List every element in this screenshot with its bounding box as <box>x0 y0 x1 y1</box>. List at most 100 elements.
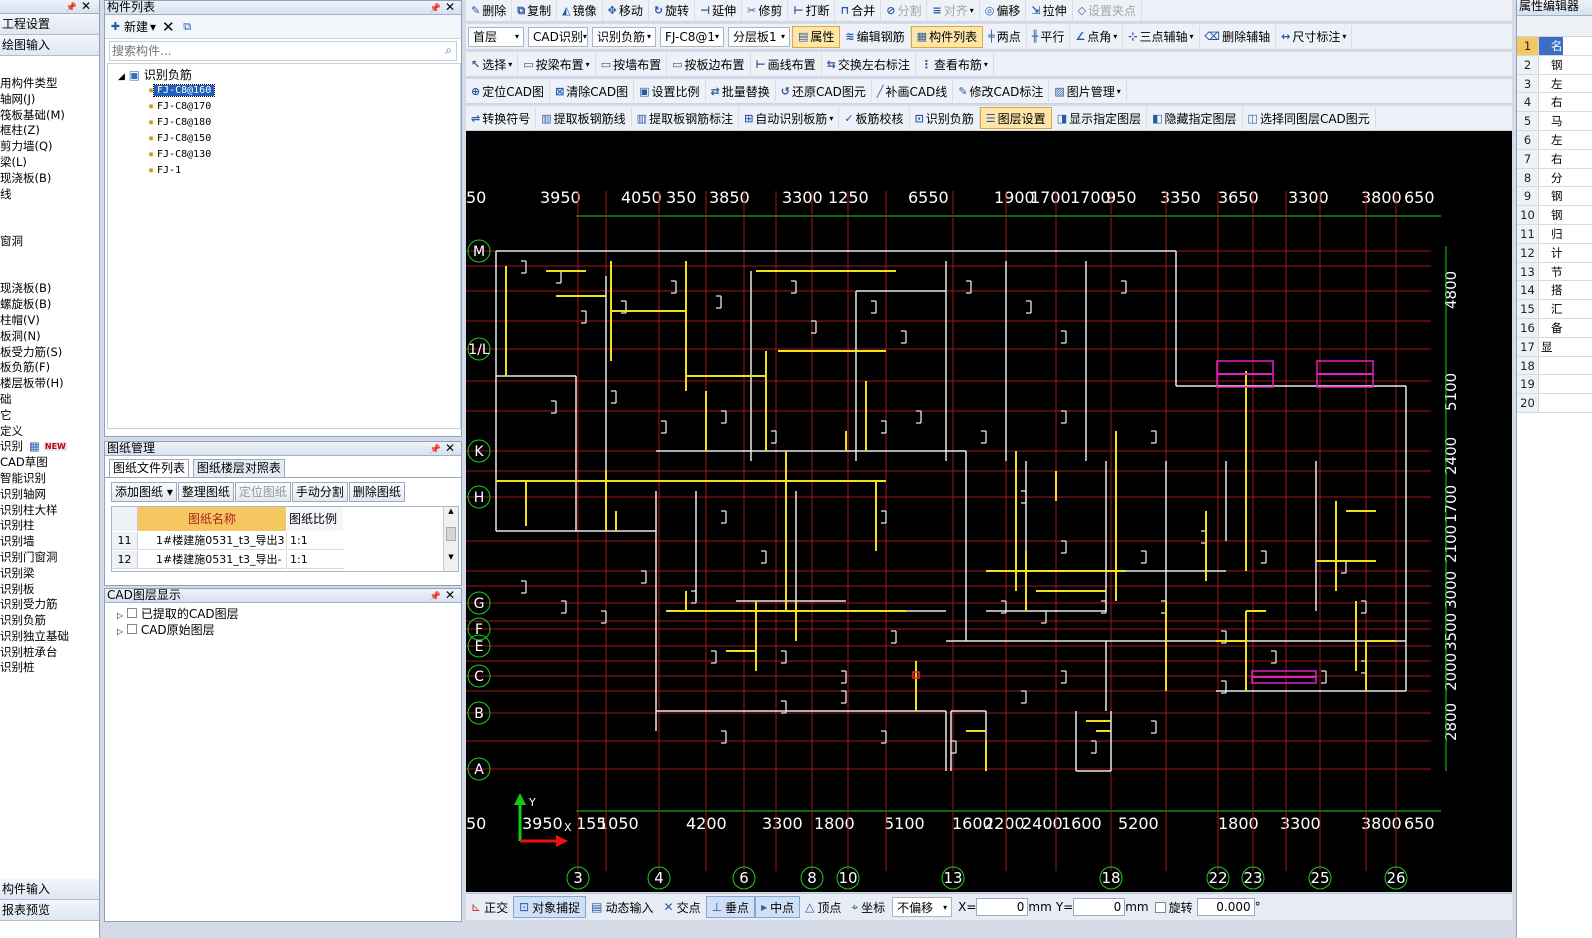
toolbar-button-tb1-11[interactable]: ◎偏移 <box>980 0 1027 21</box>
manual-split-button[interactable]: 手动分割 <box>291 482 348 502</box>
checkbox[interactable] <box>126 608 137 618</box>
toolbar2-button-8[interactable]: ↔尺寸标注▾ <box>1276 25 1353 48</box>
nav-item[interactable]: 识别轴网 <box>0 486 46 501</box>
tab-drawing-files[interactable]: 图纸文件列表 <box>109 459 190 477</box>
toolbar-select-1[interactable]: CAD识别▾ <box>528 26 588 47</box>
toolbar2-button-4[interactable]: ╫平行 <box>1027 25 1071 48</box>
toolbar-button-tb1-1[interactable]: ⧉复制 <box>512 0 558 21</box>
close-icon[interactable]: ✕ <box>444 1 455 14</box>
nav-item[interactable]: 识别独立基础 <box>0 628 69 643</box>
nav-item[interactable]: 识别桩 <box>0 660 35 675</box>
nav-item[interactable]: 柱帽(V) <box>0 312 40 327</box>
nav-item[interactable]: 识别梁 <box>0 565 35 580</box>
nav-item[interactable]: 定义 <box>0 423 23 438</box>
search-icon[interactable]: ⌕ <box>445 43 452 57</box>
nav-item[interactable]: 识别柱 <box>0 518 35 533</box>
toolbar-button-tb3-2[interactable]: ▭按墙布置 <box>596 53 668 75</box>
pin-icon[interactable]: 📌 <box>429 4 442 14</box>
scrollbar[interactable]: ▲ ▼ <box>443 507 458 571</box>
toolbar2-button-5[interactable]: ∠点角▾ <box>1070 25 1124 48</box>
nav-item[interactable]: 现浇板(B) <box>0 170 52 185</box>
copy-component-button[interactable]: ⧉ <box>181 20 194 33</box>
nav-item[interactable]: 梁(L) <box>0 154 27 169</box>
y-input[interactable]: 0 <box>1073 898 1126 916</box>
toolbar-button-tb5-1[interactable]: ▥提取板钢筋线 <box>536 107 632 129</box>
object-snap-button[interactable]: ⊡对象捕捉 <box>513 896 587 918</box>
toolbar-button-tb3-4[interactable]: ⊢画线布置 <box>751 53 822 75</box>
nav-item[interactable] <box>0 266 99 282</box>
nav-item[interactable]: 剪力墙(Q) <box>0 139 53 154</box>
search-box[interactable]: ⌕ <box>109 41 457 61</box>
nav-item[interactable]: 识别桩承台 <box>0 644 58 659</box>
organize-drawing-button[interactable]: 整理图纸 <box>177 482 234 502</box>
nav-button-component-input[interactable]: 构件输入 <box>0 879 99 900</box>
tree-root[interactable]: ◢ ▣ 识别负筋 <box>118 68 192 82</box>
nav-item[interactable]: 识别▦NEW <box>0 439 99 455</box>
dynamic-input-button[interactable]: ▤动态输入 <box>591 900 654 915</box>
tree-item[interactable]: ✹FJ-C8@170 <box>148 99 214 114</box>
toolbar-button-tb3-3[interactable]: ▭按板边布置 <box>667 53 751 75</box>
toolbar-button-tb5-9[interactable]: ◫选择同图层CAD图元 <box>1243 107 1376 129</box>
toolbar-button-tb5-0[interactable]: ⇌转换符号 <box>466 107 537 129</box>
pin-icon[interactable]: 📌 <box>429 592 442 602</box>
tree-item[interactable]: ✹FJ-C8@130 <box>148 147 214 162</box>
tree-item[interactable]: ✹FJ-C8@150 <box>148 131 214 146</box>
nav-item[interactable]: 识别负筋 <box>0 613 46 628</box>
nav-item[interactable]: 轴网(J) <box>0 91 36 106</box>
toolbar-button-tb1-6[interactable]: ✂修剪 <box>742 0 789 21</box>
toolbar2-button-7[interactable]: ⌫删除辅轴 <box>1200 25 1277 48</box>
nav-item[interactable]: 板洞(N) <box>0 328 41 343</box>
nav-item[interactable] <box>0 218 99 234</box>
intersection-snap-button[interactable]: ✕交点 <box>663 900 701 915</box>
toolbar-button-tb5-5[interactable]: ⊡识别负筋 <box>910 107 980 129</box>
layer-item-extracted[interactable]: ▷ 已提取的CAD图层 <box>117 607 239 621</box>
tree-item[interactable]: ✹FJ-1 <box>148 163 184 178</box>
drawing-name-cell[interactable]: 1#楼建施0531_t3_导出- <box>138 551 287 569</box>
rotate-input[interactable]: 0.000 <box>1196 898 1255 916</box>
toolbar-button-tb4-7[interactable]: ▨图片管理▾ <box>1049 80 1127 102</box>
toolbar-button-tb1-5[interactable]: ⊣延伸 <box>695 0 743 21</box>
nav-item[interactable] <box>0 202 99 218</box>
toolbar-button-tb4-1[interactable]: ⊠清除CAD图 <box>550 80 635 102</box>
toolbar-button-tb1-4[interactable]: ↻旋转 <box>649 0 696 21</box>
nav-item[interactable]: 板负筋(F) <box>0 360 51 375</box>
nav-item[interactable] <box>0 250 99 266</box>
new-component-button[interactable]: ✚新建▾ <box>110 19 157 35</box>
delete-component-button[interactable]: ✕ <box>162 18 175 36</box>
nav-item[interactable]: 线 <box>0 186 12 201</box>
toolbar2-button-2[interactable]: ▦构件列表 <box>910 25 984 48</box>
nav-item[interactable]: 识别柱大样 <box>0 502 58 517</box>
toolbar-button-tb3-6[interactable]: ⋮查看布筋▾ <box>916 53 994 75</box>
close-icon[interactable]: ✕ <box>444 442 455 455</box>
toolbar-button-tb1-8[interactable]: ⊓合并 <box>835 0 882 21</box>
ortho-button[interactable]: ⊾正交 <box>471 900 509 915</box>
nav-item[interactable]: 用构件类型 <box>0 76 58 90</box>
toolbar-button-tb4-0[interactable]: ⊕定位CAD图 <box>466 80 551 102</box>
close-icon[interactable]: ✕ <box>444 589 455 602</box>
toolbar-button-tb3-5[interactable]: ⇆交换左右标注 <box>822 53 916 75</box>
toolbar-button-tb5-3[interactable]: ⊞自动识别板筋▾ <box>739 107 840 129</box>
checkbox[interactable] <box>126 624 137 634</box>
toolbar-button-tb4-2[interactable]: ▣设置比例 <box>634 80 706 102</box>
x-input[interactable]: 0 <box>976 898 1029 916</box>
col-header-scale[interactable]: 图纸比例 <box>287 507 343 531</box>
locate-drawing-button[interactable]: 定位图纸 <box>234 482 291 502</box>
midpoint-snap-button[interactable]: ▸中点 <box>755 896 801 918</box>
nav-button-report-preview[interactable]: 报表预览 <box>0 900 99 921</box>
toolbar-select-2[interactable]: 识别负筋▾ <box>592 26 656 47</box>
toolbar-button-tb5-7[interactable]: ◨显示指定图层 <box>1052 107 1148 129</box>
vertex-snap-button[interactable]: △顶点 <box>805 900 842 915</box>
toolbar-button-tb4-3[interactable]: ⇄批量替换 <box>706 80 776 102</box>
toolbar-button-tb1-9[interactable]: ⊘分割 <box>881 0 928 21</box>
